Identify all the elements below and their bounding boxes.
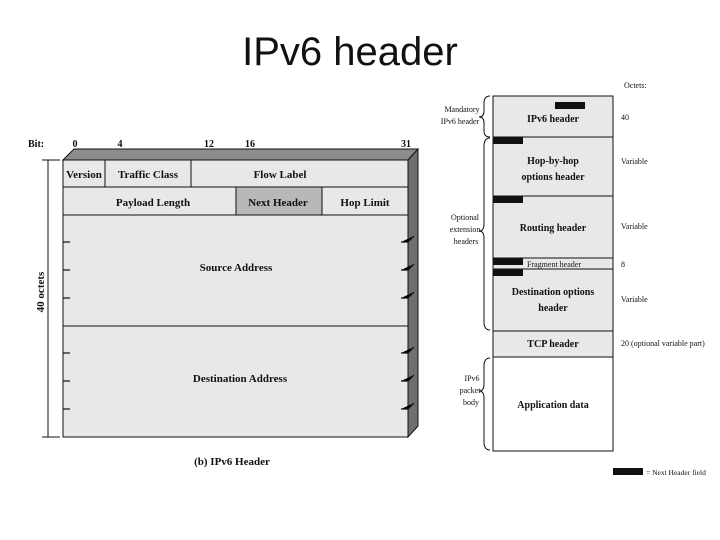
ipv6-header-block — [492, 95, 614, 138]
octets-dimension-label: 40 octets — [35, 271, 47, 312]
right-word-ticks — [401, 235, 415, 410]
bit-label: Bit: — [28, 139, 44, 150]
group-body-line1: IPv6 — [464, 374, 479, 383]
destination-address-label: Destination Address — [193, 373, 288, 385]
traffic-class-label: Traffic Class — [118, 169, 179, 181]
group-body-line3: body — [463, 398, 479, 407]
fragment-label: Fragment header — [527, 260, 581, 269]
hop-by-hop-block — [492, 136, 614, 197]
group-optional-line3: headers — [454, 237, 478, 246]
bit-4: 4 — [118, 139, 123, 150]
flow-label-field — [190, 159, 409, 188]
octets-hop-by-hop: Variable — [621, 157, 648, 166]
destination-address-field — [62, 325, 409, 438]
next-header-field — [235, 186, 323, 216]
left-word-ticks — [63, 241, 70, 410]
destination-options-block — [492, 268, 614, 332]
group-optional-line2: extension — [450, 225, 481, 234]
octets-destination: Variable — [621, 295, 648, 304]
routing-block — [492, 195, 614, 259]
flow-label-label: Flow Label — [254, 169, 307, 181]
tcp-header-block — [492, 330, 614, 358]
hop-by-hop-label-line1: Hop-by-hop — [527, 156, 579, 167]
slide-title: IPv6 header — [242, 30, 458, 74]
octets-tcp: 20 (optional variable part) — [621, 339, 705, 348]
legend-swatch — [613, 468, 643, 475]
application-data-block — [492, 356, 614, 452]
tcp-header-label: TCP header — [527, 339, 579, 350]
next-header-label: Next Header — [248, 197, 308, 209]
header-top-face — [61, 148, 420, 161]
group-braces — [478, 95, 491, 451]
group-mandatory-line2: IPv6 header — [441, 117, 480, 126]
group-body-line2: packet — [460, 386, 482, 395]
destination-label-line2: header — [538, 303, 568, 314]
payload-length-label: Payload Length — [116, 197, 190, 209]
hop-limit-field — [321, 186, 409, 216]
left-caption: (b) IPv6 Header — [194, 456, 270, 468]
bit-12: 12 — [204, 139, 214, 150]
legend-label: = Next Header field — [646, 468, 706, 477]
octets-heading: Octets: — [624, 81, 647, 90]
destination-label-line1: Destination options — [512, 287, 595, 298]
next-header-markers — [493, 102, 585, 276]
application-data-label: Application data — [517, 400, 588, 411]
bit-31: 31 — [401, 139, 411, 150]
group-mandatory-line1: Mandatory — [444, 105, 479, 114]
octets-dimension-line — [42, 159, 60, 438]
octets-ipv6-header: 40 — [621, 113, 629, 122]
bit-16: 16 — [245, 139, 255, 150]
hop-limit-label: Hop Limit — [340, 197, 390, 209]
source-address-label: Source Address — [200, 262, 273, 274]
hop-by-hop-label-line2: options header — [521, 172, 585, 183]
routing-label: Routing header — [520, 223, 587, 234]
source-address-field — [62, 214, 409, 327]
bit-0: 0 — [73, 139, 78, 150]
octets-fragment: 8 — [621, 260, 625, 269]
version-label: Version — [66, 169, 102, 181]
group-optional-line1: Optional — [451, 213, 480, 222]
ipv6-header-label: IPv6 header — [527, 114, 580, 125]
octets-routing: Variable — [621, 222, 648, 231]
